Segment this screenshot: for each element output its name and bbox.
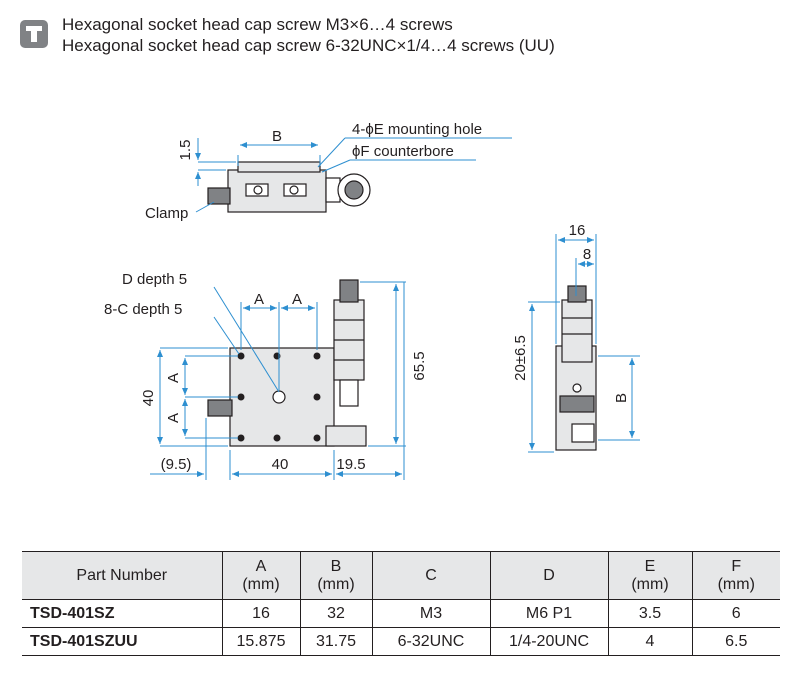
dim-a-top-2: A (292, 291, 302, 308)
screw-note: Hexagonal socket head cap screw M3×6…4 s… (20, 12, 780, 68)
dim-16: 16 (569, 222, 586, 239)
side-view-body (555, 285, 597, 451)
dim-travel: 20±6.5 (512, 335, 529, 381)
header-d: D (489, 551, 609, 600)
screw-note-line-2: Hexagonal socket head cap screw 6-32UNC×… (62, 36, 555, 55)
cell-c: M3 (371, 599, 491, 628)
cell-e: 4 (607, 627, 693, 656)
front-view-body (207, 279, 367, 447)
dim-a-left-1: A (165, 373, 182, 383)
dim-65-5: 65.5 (411, 351, 428, 380)
side-view: 16 8 20±6.5 B (512, 222, 640, 453)
cell-d: M6 P1 (489, 599, 609, 628)
table-row: TSD-401SZUU 15.875 31.75 6-32UNC 1/4-20U… (22, 627, 780, 656)
cell-f: 6 (691, 599, 780, 628)
header-part-number: Part Number (22, 551, 223, 600)
table-row: TSD-401SZ 16 32 M3 M6 P1 3.5 6 (22, 599, 780, 628)
dim-40-left: 40 (140, 390, 157, 407)
front-view-holes (237, 352, 321, 442)
cell-d: 1/4-20UNC (489, 627, 609, 656)
cell-b: 32 (299, 599, 373, 628)
dim-8: 8 (583, 246, 591, 263)
mounting-hole-callout: 4-ϕE mounting hole (352, 121, 482, 138)
dim-40-bottom: 40 (272, 456, 289, 473)
dim-a-left-2: A (165, 413, 182, 423)
counterbore-callout: ϕF counterbore (352, 143, 454, 160)
spec-table: Part Number A(mm) B(mm) C D E(mm) F(mm) … (22, 551, 780, 656)
dim-offset: (9.5) (161, 456, 192, 473)
header-e: E(mm) (607, 551, 693, 600)
cell-c: 6-32UNC (371, 627, 491, 656)
cell-part-number: TSD-401SZ (22, 599, 223, 628)
cell-part-number: TSD-401SZUU (22, 627, 223, 656)
cell-e: 3.5 (607, 599, 693, 628)
cell-b: 31.75 (299, 627, 373, 656)
top-dim-b: B (272, 128, 282, 145)
callout-c-depth: 8-C depth 5 (104, 301, 182, 318)
screw-note-text: Hexagonal socket head cap screw M3×6…4 s… (62, 14, 555, 56)
cell-a: 16 (221, 599, 301, 628)
top-view: B 1.5 4-ϕE mounting hole ϕF counterbore … (145, 121, 512, 222)
stage-drawing: B 1.5 4-ϕE mounting hole ϕF counterbore … (104, 121, 640, 480)
callout-d-depth: D depth 5 (122, 271, 187, 288)
dim-a-top-1: A (254, 291, 264, 308)
header-a: A(mm) (221, 551, 301, 600)
dim-19-5: 19.5 (336, 456, 365, 473)
header-f: F(mm) (691, 551, 780, 600)
header-c: C (371, 551, 491, 600)
side-dim-b: B (613, 393, 630, 403)
header-b: B(mm) (299, 551, 373, 600)
screw-note-line-1: Hexagonal socket head cap screw M3×6…4 s… (62, 15, 453, 34)
top-view-body (207, 161, 371, 213)
spec-header-row: Part Number A(mm) B(mm) C D E(mm) F(mm) (22, 551, 780, 600)
cell-a: 15.875 (221, 627, 301, 656)
screw-icon (20, 20, 48, 48)
clamp-callout: Clamp (145, 205, 188, 222)
cell-f: 6.5 (691, 627, 780, 656)
top-dim-height: 1.5 (177, 140, 194, 161)
front-view: D depth 5 8-C depth 5 A A A A 40 (9.5) 4… (104, 271, 428, 480)
